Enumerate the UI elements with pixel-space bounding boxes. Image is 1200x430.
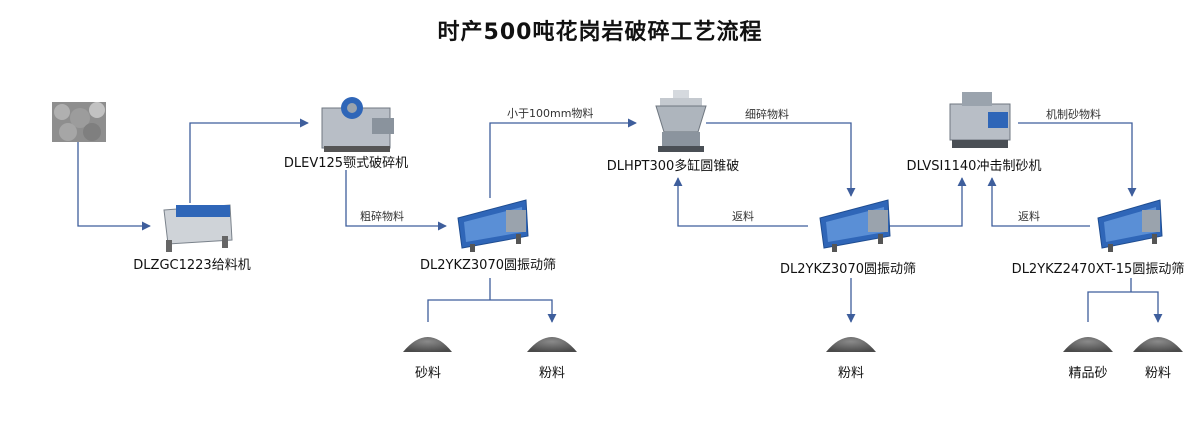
edge-label-small: 小于100mm物料 xyxy=(507,107,594,120)
edge-jaw-to-screen1 xyxy=(345,170,447,231)
edge-screen1-outputs xyxy=(427,278,552,322)
edge-screen3-return xyxy=(987,177,1090,227)
edge-vsi-to-screen3 xyxy=(1018,122,1137,197)
output-pile-sand1-icon xyxy=(403,337,452,352)
label-cone-crusher: DLHPT300多缸圆锥破 xyxy=(606,159,740,174)
cone-crusher-icon xyxy=(655,90,707,152)
label-jaw-crusher: DLEV125颚式破碎机 xyxy=(283,156,409,171)
edge-screen1-to-cone xyxy=(489,118,637,198)
vibrating-screen-2-icon xyxy=(819,199,891,252)
vibrating-screen-1-icon xyxy=(457,199,529,252)
edge-feeder-to-jaw xyxy=(189,118,309,203)
output-pile-powder1-icon xyxy=(527,337,577,352)
vibrating-screen-3-icon xyxy=(1097,199,1163,252)
label-screen2: DL2YKZ3070圆振动筛 xyxy=(780,262,916,277)
output-label-fine-sand: 精品砂 xyxy=(1068,366,1108,381)
output-pile-powder3-icon xyxy=(1133,337,1183,352)
label-vsi-crusher: DLVSI1140冲击制砂机 xyxy=(906,159,1042,174)
edge-label-return1: 返料 xyxy=(732,210,754,223)
output-pile-powder2-icon xyxy=(826,337,876,352)
output-label-sand1: 砂料 xyxy=(414,366,442,381)
edge-label-fine: 细碎物料 xyxy=(745,108,789,121)
output-label-powder2: 粉料 xyxy=(837,366,865,381)
label-feeder: DLZGC1223给料机 xyxy=(133,258,251,273)
output-label-powder1: 粉料 xyxy=(538,366,566,381)
vsi-crusher-icon xyxy=(949,92,1011,148)
edge-screen3-outputs xyxy=(1087,278,1158,322)
diagram-title: 时产500吨花岗岩破碎工艺流程 xyxy=(437,20,763,45)
label-screen1: DL2YKZ3070圆振动筛 xyxy=(420,258,556,273)
edge-screen2-return xyxy=(673,177,808,227)
edge-screen2-to-vsi xyxy=(884,177,967,227)
output-pile-fine-sand-icon xyxy=(1063,337,1113,352)
edge-raw-to-feeder xyxy=(77,142,151,231)
raw-stone-image xyxy=(52,102,106,142)
output-label-powder3: 粉料 xyxy=(1144,366,1172,381)
label-screen3: DL2YKZ2470XT-15圆振动筛 xyxy=(1011,262,1185,277)
edge-cone-to-screen2 xyxy=(706,122,856,197)
edge-label-sand-material: 机制砂物料 xyxy=(1046,108,1101,121)
edge-label-return2: 返料 xyxy=(1018,210,1040,223)
feeder-icon xyxy=(163,204,233,252)
jaw-crusher-icon xyxy=(321,97,394,152)
edge-label-coarse: 粗碎物料 xyxy=(360,210,404,223)
